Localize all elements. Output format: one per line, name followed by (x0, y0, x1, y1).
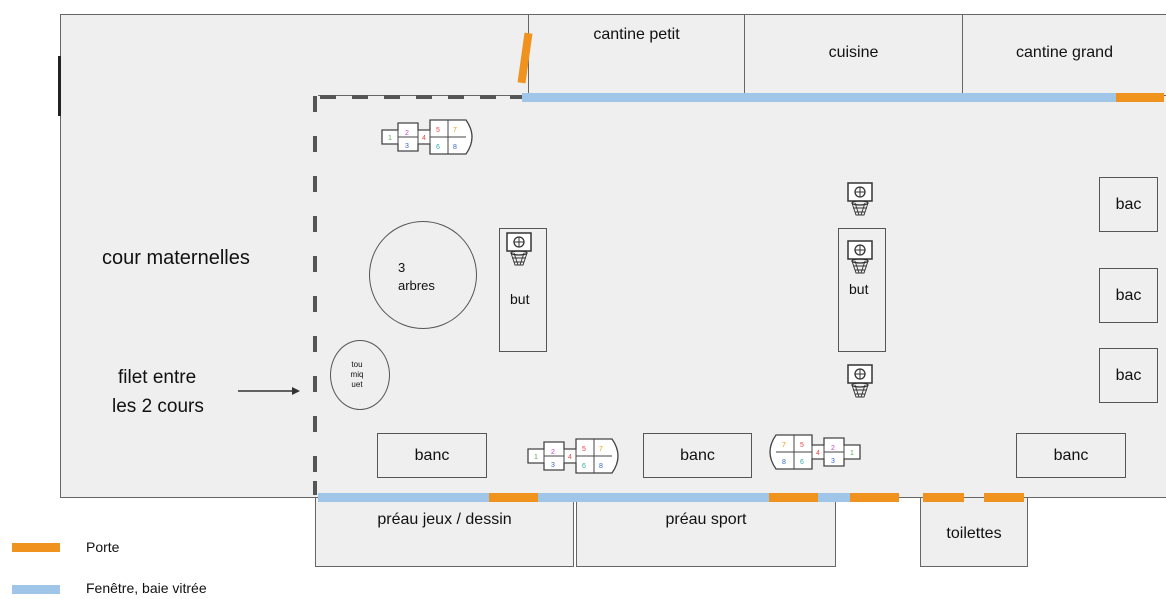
room-label: préau sport (665, 511, 747, 528)
banc-2: banc (643, 433, 752, 478)
room-label: cantine grand (1016, 44, 1113, 61)
basketball-hoop-icon (847, 240, 873, 274)
area-label-cour-maternelles: cour maternelles (102, 247, 250, 269)
legend-label-fenetre: Fenêtre, baie vitrée (86, 580, 207, 596)
bac-label: bac (1115, 366, 1142, 384)
legend-swatch-fenetre (12, 585, 60, 594)
basketball-hoop-icon (847, 182, 873, 216)
room-label: toilettes (946, 525, 1002, 542)
svg-text:3: 3 (831, 458, 835, 465)
window-bottom (318, 493, 850, 502)
room-label: préau jeux / dessin (377, 511, 512, 528)
door-cantine-grand (1116, 93, 1164, 102)
banc-label: banc (414, 446, 450, 464)
svg-text:3: 3 (405, 143, 409, 150)
svg-text:5: 5 (436, 127, 440, 134)
tourniquet-label: tou miq uet (350, 360, 364, 389)
legend-swatch-porte (12, 543, 60, 552)
trees-circle: 3 arbres (369, 221, 477, 329)
tree-label-text: arbres (398, 278, 435, 293)
svg-text:8: 8 (599, 463, 603, 470)
basketball-hoop-icon (506, 232, 532, 266)
svg-text:8: 8 (782, 459, 786, 466)
svg-text:4: 4 (422, 135, 426, 142)
svg-text:4: 4 (816, 450, 820, 457)
net-dashed-line (313, 96, 321, 496)
banc-3: banc (1016, 433, 1126, 478)
wall-mark (58, 56, 61, 116)
svg-text:8: 8 (453, 144, 457, 151)
bac-label: bac (1115, 195, 1142, 213)
net-label-line1: filet entre (118, 367, 197, 388)
door-preau-jeux (489, 493, 538, 502)
door-passage (850, 493, 899, 502)
svg-text:1: 1 (850, 450, 854, 457)
legend-label-porte: Porte (86, 539, 120, 555)
room-toilettes: toilettes (920, 497, 1028, 567)
svg-text:7: 7 (782, 442, 786, 449)
window-top (522, 93, 1116, 102)
tree-label-count: 3 (398, 260, 406, 275)
hopscotch-icon: 1 2 3 4 5 6 7 8 (769, 434, 861, 470)
bac-2: bac (1099, 268, 1158, 323)
svg-text:1: 1 (388, 135, 392, 142)
banc-1: banc (377, 433, 487, 478)
but-label: but (510, 291, 530, 307)
bac-1: bac (1099, 177, 1158, 232)
svg-text:2: 2 (831, 445, 835, 452)
but-label: but (849, 281, 869, 297)
arrow-icon (238, 387, 300, 395)
banc-label: banc (1053, 446, 1089, 464)
tourniquet-circle: tou miq uet (330, 340, 390, 410)
net-dashed-top (316, 95, 526, 99)
basketball-hoop-icon (847, 364, 873, 398)
room-cantine-petit: cantine petit (528, 14, 745, 96)
door-preau-sport (769, 493, 818, 502)
svg-text:2: 2 (405, 130, 409, 137)
door-toilettes-1 (923, 493, 964, 502)
net-label-line2: les 2 cours (112, 396, 204, 417)
svg-text:3: 3 (551, 462, 555, 469)
door-toilettes-2 (984, 493, 1024, 502)
hopscotch-icon: 1 2 3 4 5 6 7 8 (381, 119, 473, 155)
room-preau-jeux: préau jeux / dessin (315, 497, 574, 567)
svg-text:4: 4 (568, 454, 572, 461)
bac-label: bac (1115, 286, 1142, 304)
room-preau-sport: préau sport (576, 497, 836, 567)
svg-text:7: 7 (453, 127, 457, 134)
svg-text:6: 6 (582, 463, 586, 470)
svg-text:5: 5 (582, 446, 586, 453)
svg-text:6: 6 (800, 459, 804, 466)
svg-text:5: 5 (800, 442, 804, 449)
room-cantine-grand: cantine grand (962, 14, 1166, 96)
room-label: cuisine (828, 44, 879, 61)
svg-text:1: 1 (534, 454, 538, 461)
room-label: cantine petit (593, 26, 680, 43)
svg-text:7: 7 (599, 446, 603, 453)
svg-text:6: 6 (436, 144, 440, 151)
banc-label: banc (680, 446, 715, 464)
hopscotch-icon: 1 2 3 4 5 6 7 8 (527, 438, 619, 474)
room-cuisine: cuisine (744, 14, 963, 96)
svg-text:2: 2 (551, 449, 555, 456)
bac-3: bac (1099, 348, 1158, 403)
